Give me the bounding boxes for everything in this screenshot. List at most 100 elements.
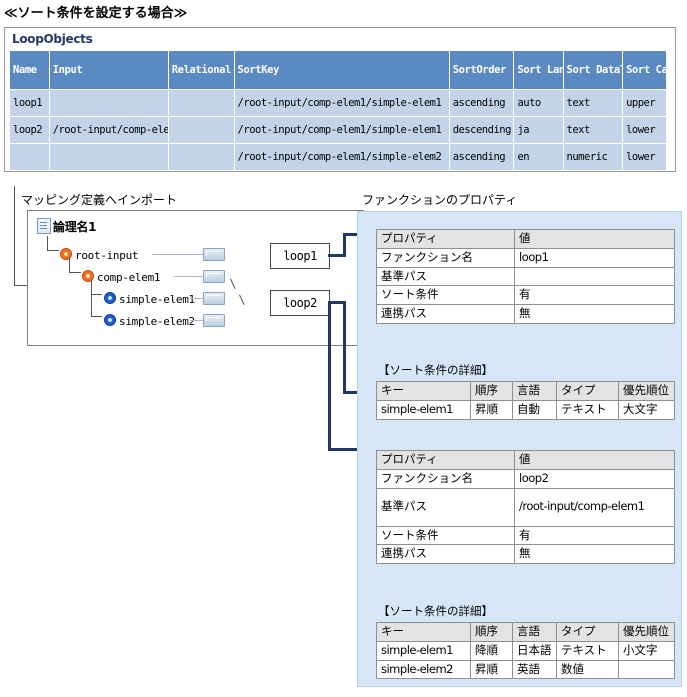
col-priority: 優先順位 (618, 381, 675, 401)
sort-priority (618, 659, 675, 680)
sort-priority: 大文字 (618, 399, 675, 420)
connector-box-3[interactable] (203, 292, 225, 305)
table-row: 基準パス (376, 266, 675, 287)
cell-name (9, 143, 50, 171)
table-row: loop2 /root-input/comp-elem1 /root-input… (9, 116, 667, 144)
cell-sort-case: upper (622, 89, 667, 117)
loop-box-loop2[interactable]: loop2 (270, 290, 330, 316)
page-title: ≪ソート条件を設定する場合≫ (4, 5, 188, 20)
connector-box-2[interactable] (203, 270, 225, 283)
sort-language: 英語 (512, 659, 557, 680)
col-input: Input (48, 50, 169, 90)
cell-name: loop2 (9, 116, 50, 144)
prop-value: 無 (514, 544, 675, 565)
sort-type: テキスト (556, 399, 619, 420)
table-row: ソート条件 有 (376, 525, 675, 546)
property-table-2: プロパティ 値 ファンクション名 loop2 基準パス /root-input/… (376, 450, 675, 565)
tree-item-comp-elem1[interactable]: comp-elem1 (82, 270, 161, 284)
cell-sort-datatype: numeric (562, 143, 624, 171)
prop-value: /root-input/comp-elem1 (514, 487, 675, 527)
connector-loop1-h2 (343, 233, 361, 236)
function-properties-label: ファンクションのプロパティ (362, 193, 518, 207)
prop-key: ファンクション名 (376, 247, 515, 268)
col-order: 順序 (470, 381, 513, 401)
tree-root-label: 論理名1 (53, 220, 97, 234)
cell-sortkey: /root-input/comp-elem1/simple-elem1 (233, 116, 450, 144)
prop-key: 連携パス (376, 544, 515, 565)
sort-key: simple-elem1 (376, 399, 471, 420)
prop-key: ソート条件 (376, 285, 515, 306)
cell-relational-path (167, 89, 235, 117)
table-row: simple-elem2 昇順 英語 数値 (376, 659, 675, 680)
tree-item-label: comp-elem1 (97, 271, 161, 284)
table-row: 連携パス 無 (376, 544, 675, 565)
prop-key: ソート条件 (376, 525, 515, 546)
table-row: simple-elem1 降順 日本語 テキスト 小文字 (376, 640, 675, 661)
sort-order: 降順 (470, 640, 513, 661)
table-row: ソート条件 有 (376, 285, 675, 306)
sort-priority: 小文字 (618, 640, 675, 661)
table-row: 基準パス /root-input/comp-elem1 (376, 487, 675, 527)
prop-value: loop1 (514, 247, 675, 268)
cell-sort-language: auto (513, 89, 564, 117)
tree-item-root-input[interactable]: root-input (60, 248, 139, 262)
connector-loop1-sort-h2 (343, 391, 361, 394)
table-row: ファンクション名 loop2 (376, 468, 675, 489)
table-header-row: Name Input Relational Path SortKey SortO… (9, 50, 667, 90)
col-key: キー (376, 622, 471, 642)
table-row: loop1 /root-input/comp-elem1/simple-elem… (9, 89, 667, 117)
link-line-4 (190, 320, 203, 321)
col-property: プロパティ (376, 450, 515, 470)
col-value: 値 (514, 229, 675, 249)
col-order: 順序 (470, 622, 513, 642)
loop-box-loop1[interactable]: loop1 (270, 243, 330, 269)
tree-root-item[interactable]: 論理名1 (37, 218, 96, 235)
cell-sort-datatype: text (562, 116, 624, 144)
col-type: タイプ (556, 622, 619, 642)
tree-item-simple-elem2[interactable]: simple-elem2 (104, 314, 195, 328)
sort-detail-heading-2: 【ソート条件の詳細】 (378, 606, 493, 618)
sort-language: 自動 (512, 399, 557, 420)
cell-input: /root-input/comp-elem1 (48, 116, 169, 144)
cell-sort-case: lower (622, 143, 667, 171)
col-sort-datatype: Sort DataType (562, 50, 624, 90)
col-language: 言語 (512, 381, 557, 401)
connector-box-1[interactable] (203, 248, 225, 261)
loop-objects-table: Name Input Relational Path SortKey SortO… (9, 50, 667, 171)
tree-elbow-1 (47, 236, 59, 251)
table-header-row: キー 順序 言語 タイプ 優先順位 (376, 381, 675, 401)
table-header-row: プロパティ 値 (376, 229, 675, 249)
cell-sortorder: ascending (448, 89, 515, 117)
cell-sort-language: ja (513, 116, 564, 144)
sort-order: 昇順 (470, 399, 513, 420)
sort-type: テキスト (556, 640, 619, 661)
cell-sortkey: /root-input/comp-elem1/simple-elem2 (233, 143, 450, 171)
sort-order: 昇順 (470, 659, 513, 680)
tree-item-simple-elem1[interactable]: simple-elem1 (104, 292, 195, 306)
prop-value (514, 266, 675, 287)
prop-value: loop2 (514, 468, 675, 489)
sort-key: simple-elem2 (376, 659, 471, 680)
table-header-row: キー 順序 言語 タイプ 優先順位 (376, 622, 675, 642)
col-priority: 優先順位 (618, 622, 675, 642)
link-line-3 (190, 298, 203, 299)
link-line-1 (152, 254, 203, 255)
flow-line-horizontal (14, 285, 33, 286)
mapping-import-label: マッピング定義へインポート (21, 193, 178, 207)
blue-node-icon (104, 292, 116, 304)
connector-box-4[interactable] (203, 314, 225, 327)
connector-loop1-h (328, 254, 346, 257)
cell-relational-path (167, 116, 235, 144)
sort-detail-heading-1: 【ソート条件の詳細】 (378, 365, 493, 377)
tree-elbow-2 (69, 258, 81, 273)
connector-loop1-v (343, 233, 346, 256)
link-line-2 (174, 276, 203, 277)
col-key: キー (376, 381, 471, 401)
property-table-1: プロパティ 値 ファンクション名 loop1 基準パス ソート条件 有 連携パス… (376, 229, 675, 324)
connector-loop2-h (328, 448, 361, 451)
prop-value: 有 (514, 285, 675, 306)
col-property: プロパティ (376, 229, 515, 249)
col-value: 値 (514, 450, 675, 470)
prop-key: 基準パス (376, 487, 515, 527)
col-sort-language: Sort Language (513, 50, 564, 90)
